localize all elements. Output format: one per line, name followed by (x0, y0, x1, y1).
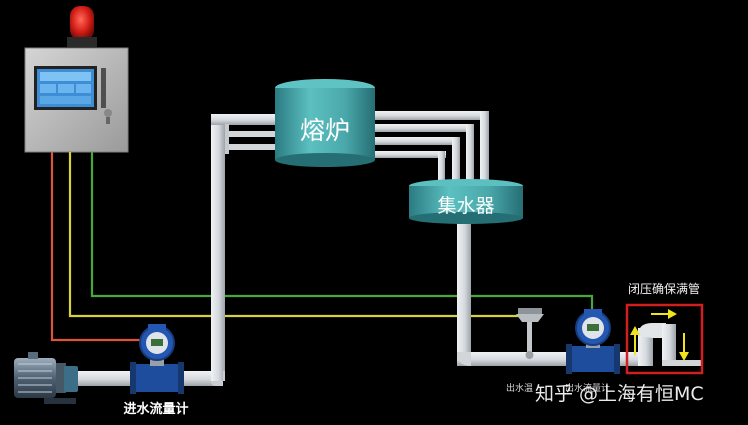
outlet-meter-partial-label-2: 出水流量计 (565, 382, 610, 394)
alarm-beacon (67, 6, 97, 47)
arrow-down-icon (679, 333, 689, 361)
wire-red (50, 152, 150, 342)
outlet-flowmeter (566, 309, 620, 374)
inlet-flowmeter (130, 324, 184, 394)
collector-label: 集水器 (437, 195, 494, 217)
wire-yellow (68, 152, 528, 318)
signal-wires (50, 152, 594, 342)
control-cabinet (24, 47, 129, 153)
furnace-tank: 熔炉 (275, 79, 375, 167)
watermark-text: 知乎 @上海有恒MC (535, 383, 704, 405)
inlet-meter-label: 进水流量计 (123, 401, 188, 417)
arrow-up-icon (630, 326, 640, 355)
furnace-label: 熔炉 (300, 116, 350, 145)
cabinet-lock (104, 109, 112, 117)
collector-tank: 集水器 (409, 179, 523, 224)
pressure-pipe-highlight: 闭压确保满管 (625, 281, 704, 375)
wire-green (90, 152, 594, 325)
pressure-pipe-label: 闭压确保满管 (628, 281, 700, 296)
pump-motor (14, 352, 78, 404)
temperature-sensor (516, 308, 544, 359)
outlet-meter-partial-label: 出水温 (506, 382, 533, 394)
arrow-right-icon (651, 309, 677, 319)
